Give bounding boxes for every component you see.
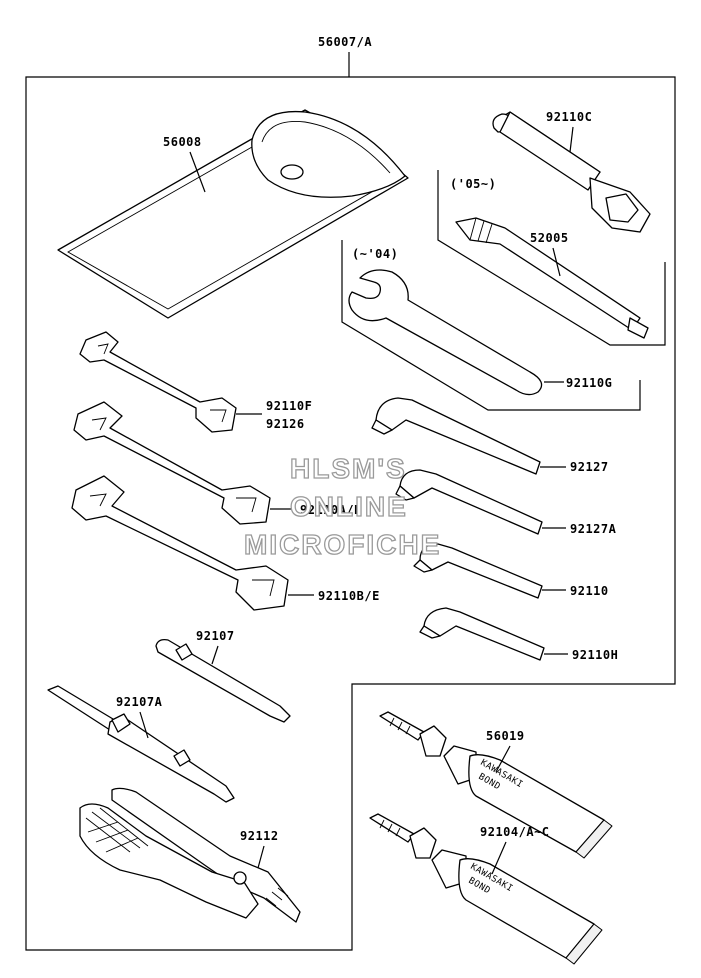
frame-92110G xyxy=(341,240,641,411)
label-92104: 92104/A~C xyxy=(480,825,550,839)
label-92110G: 92110G xyxy=(566,376,612,390)
label-92110F: 92110F xyxy=(266,399,312,413)
label-52005: 52005 xyxy=(530,231,569,245)
label-92127A: 92127A xyxy=(570,522,617,536)
watermark-line-2: ONLINE xyxy=(290,491,408,522)
label-92107A: 92107A xyxy=(116,695,163,709)
bond-tube-56019[interactable]: KAWASAKI BOND xyxy=(379,711,613,859)
note-92110G: (~'04) xyxy=(352,247,398,261)
hex-key-92127[interactable] xyxy=(371,397,541,475)
cartridge-tool-52005[interactable] xyxy=(455,217,649,339)
open-wrench-92110F[interactable] xyxy=(79,331,237,433)
label-92112: 92112 xyxy=(240,829,279,843)
label-92110AD: 92110A/D xyxy=(300,503,362,517)
label-56008: 56008 xyxy=(163,135,202,149)
box-wrench-92110C[interactable] xyxy=(492,111,651,233)
open-wrench-92110BE[interactable] xyxy=(71,475,289,611)
watermark-line-3: MICROFICHE xyxy=(244,529,441,560)
open-wrench-92110AD[interactable] xyxy=(73,401,271,525)
tool-pouch-56008[interactable] xyxy=(57,109,409,319)
pliers-92112[interactable] xyxy=(79,787,301,923)
kit-frame xyxy=(25,76,676,951)
label-92110H: 92110H xyxy=(572,648,618,662)
hex-key-92127A[interactable] xyxy=(395,469,543,535)
label-92110: 92110 xyxy=(570,584,609,598)
hex-key-92110[interactable] xyxy=(413,543,543,599)
watermark: HLSM'S ONLINE MICROFICHE xyxy=(243,452,441,560)
assembly-label: 56007/A xyxy=(318,35,372,49)
label-92110BE: 92110B/E xyxy=(318,589,380,603)
watermark-line-1: HLSM'S xyxy=(290,453,407,484)
bond-tube-92104[interactable]: KAWASAKI BOND xyxy=(369,813,603,965)
label-56019: 56019 xyxy=(486,729,525,743)
pin-spanner-92110G[interactable] xyxy=(348,269,543,396)
label-92110C: 92110C xyxy=(546,110,592,124)
label-92126: 92126 xyxy=(266,417,305,431)
label-92107: 92107 xyxy=(196,629,235,643)
hex-key-92110H[interactable] xyxy=(419,607,545,661)
label-92127: 92127 xyxy=(570,460,609,474)
screwdriver-92107A[interactable] xyxy=(47,685,235,803)
frame-52005 xyxy=(437,170,666,346)
screwdriver-92107[interactable] xyxy=(155,638,291,723)
note-52005: ('05~) xyxy=(450,177,496,191)
